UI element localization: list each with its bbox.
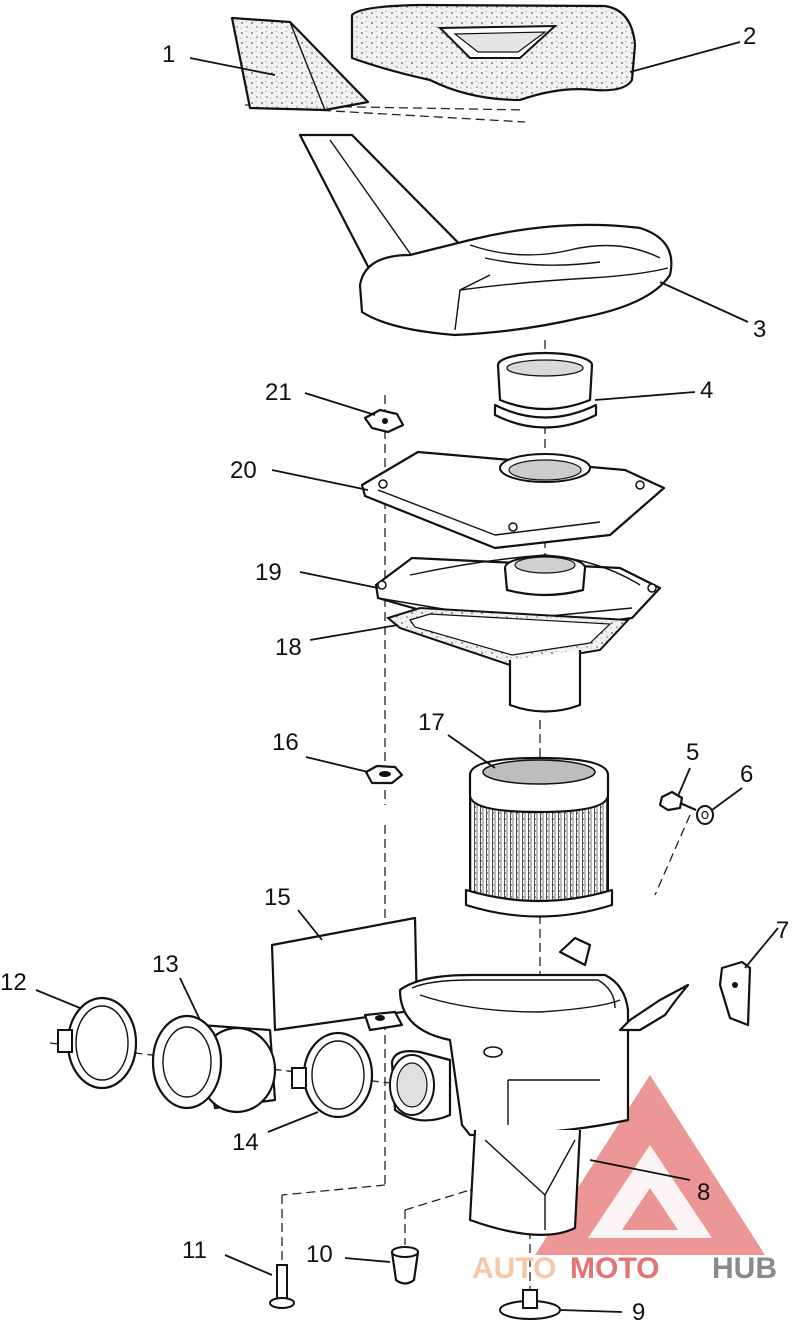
callout-1: 1 xyxy=(162,41,175,68)
part-14-clamp xyxy=(291,1031,374,1119)
part-9-drain-valve xyxy=(499,1289,561,1320)
part-1-prefilter xyxy=(230,16,370,112)
callout-18: 18 xyxy=(275,634,302,661)
outlet-tube xyxy=(508,650,582,713)
callout-8: 8 xyxy=(697,1179,710,1206)
part-18-gasket xyxy=(385,606,631,667)
part-5-screw xyxy=(658,790,697,812)
part-16-nut xyxy=(364,764,404,785)
callout-3: 3 xyxy=(753,316,766,343)
callout-19: 19 xyxy=(255,559,282,586)
callout-20: 20 xyxy=(230,457,257,484)
callout-9: 9 xyxy=(632,1299,645,1326)
callout-12: 12 xyxy=(0,969,27,996)
part-19-lid xyxy=(374,554,662,637)
callout-4: 4 xyxy=(700,377,713,404)
callouts: 1 2 3 4 5 6 7 8 9 10 11 12 13 14 15 16 1… xyxy=(0,23,789,1326)
callout-2: 2 xyxy=(743,23,756,50)
callout-17: 17 xyxy=(418,709,445,736)
callout-11: 11 xyxy=(182,1237,207,1264)
watermark-hub: HUB xyxy=(712,1252,777,1285)
part-3-intake-cover xyxy=(298,133,673,337)
part-4-rubber-boot xyxy=(493,351,598,429)
part-12-clamp xyxy=(57,996,138,1090)
watermark-moto: MOTO xyxy=(570,1252,659,1285)
part-7-bracket xyxy=(718,960,752,1027)
leader-lines xyxy=(35,41,779,1313)
callout-7: 7 xyxy=(776,917,789,944)
watermark xyxy=(535,1075,765,1255)
part-13-inlet-boot xyxy=(151,1014,277,1114)
part-8-airbox xyxy=(363,936,690,1236)
part-6-washer xyxy=(696,805,714,825)
callout-16: 16 xyxy=(272,729,299,756)
part-10-grommet xyxy=(390,1246,420,1285)
watermark-auto: AUTO xyxy=(472,1252,556,1285)
callout-10: 10 xyxy=(306,1241,333,1268)
part-2-foam-gasket xyxy=(350,3,637,102)
part-20-top-plate xyxy=(360,450,666,550)
callout-21: 21 xyxy=(265,379,292,406)
callout-5: 5 xyxy=(686,739,699,766)
watermark-text: AUTO MOTO HUB xyxy=(472,1252,777,1285)
callout-13: 13 xyxy=(152,951,179,978)
callout-14: 14 xyxy=(232,1129,259,1156)
part-11-bolt xyxy=(269,1264,295,1309)
part-17-filter-element xyxy=(464,756,614,918)
callout-6: 6 xyxy=(740,761,753,788)
callout-15: 15 xyxy=(264,884,291,911)
